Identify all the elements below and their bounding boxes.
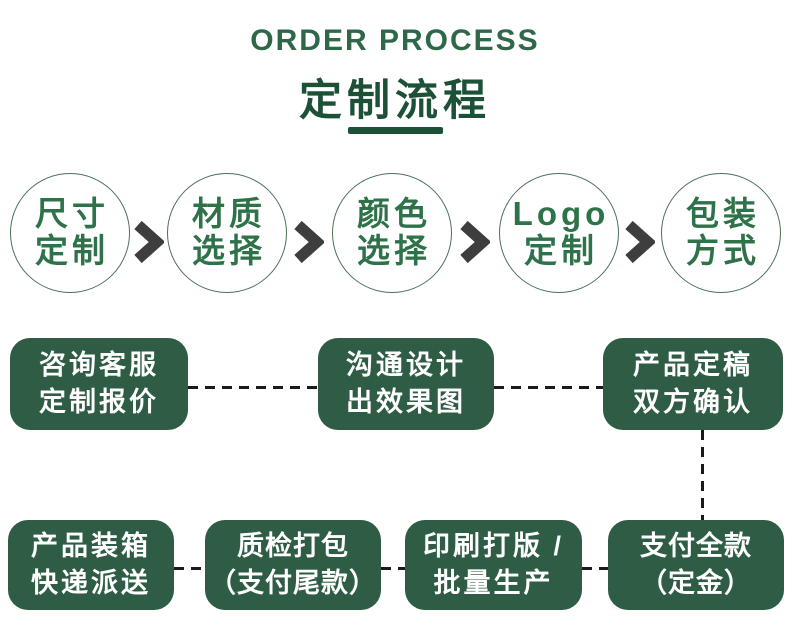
- chevron-right-icon: [625, 221, 655, 263]
- chevron-right-icon: [134, 221, 164, 263]
- step-box-label: 批量生产: [433, 568, 554, 598]
- dashed-connector: [381, 567, 405, 570]
- step-box-label: 双方确认: [633, 387, 753, 417]
- step-box-label: 定制报价: [39, 387, 159, 417]
- step-box-quality-check-final-payment: 质检打包 （支付尾款）: [205, 520, 381, 610]
- step-circle-label: 材质: [192, 195, 266, 233]
- step-circle-size-customization: 尺寸 定制: [10, 173, 130, 293]
- step-box-consult-quote: 咨询客服 定制报价: [10, 338, 188, 430]
- step-box-label: 出效果图: [346, 387, 466, 417]
- step-circle-label: 尺寸: [35, 195, 109, 233]
- subtitle-order-process: ORDER PROCESS: [250, 24, 540, 57]
- step-circle-label: Logo: [512, 195, 610, 233]
- dashed-connector: [582, 567, 608, 570]
- step-box-label: 快递派送: [31, 568, 151, 598]
- title-underline: [348, 127, 443, 134]
- step-box-label: （定金）: [640, 568, 752, 598]
- step-box-label: 支付全款: [640, 531, 752, 561]
- step-box-deposit-payment: 支付全款 （定金）: [608, 520, 784, 610]
- step-box-final-confirmation: 产品定稿 双方确认: [603, 338, 783, 430]
- step-box-printing-production: 印刷打版 / 批量生产: [405, 520, 582, 610]
- step-box-label: 沟通设计: [346, 350, 466, 380]
- step-circle-label: 选择: [357, 232, 431, 269]
- dashed-connector: [174, 567, 205, 570]
- step-box-packing-delivery: 产品装箱 快递派送: [8, 520, 174, 610]
- step-circle-label: 颜色: [357, 195, 431, 233]
- page-title: 定制流程: [299, 77, 491, 125]
- step-circle-label: 包装: [686, 195, 760, 233]
- step-circle-label: 定制: [524, 232, 598, 269]
- dashed-connector: [494, 386, 603, 389]
- step-circle-label: 方式: [686, 232, 760, 269]
- step-circle-color-selection: 颜色 选择: [332, 173, 452, 293]
- step-box-label: 产品定稿: [633, 350, 753, 380]
- step-circle-logo-customization: Logo 定制: [499, 173, 619, 293]
- step-box-label: 印刷打版 /: [422, 531, 564, 561]
- step-circle-label: 定制: [35, 232, 109, 269]
- chevron-right-icon: [460, 221, 490, 263]
- dashed-connector-vertical: [701, 430, 704, 520]
- step-circle-label: 选择: [192, 232, 266, 269]
- step-circle-material-selection: 材质 选择: [167, 173, 287, 293]
- step-circle-packaging-method: 包装 方式: [661, 173, 781, 293]
- dashed-connector: [188, 386, 318, 389]
- step-box-label: 质检打包: [237, 531, 349, 561]
- step-box-design-renderings: 沟通设计 出效果图: [318, 338, 494, 430]
- step-box-label: 咨询客服: [39, 350, 159, 380]
- step-box-label: （支付尾款）: [209, 568, 377, 598]
- chevron-right-icon: [294, 221, 324, 263]
- step-box-label: 产品装箱: [31, 531, 151, 561]
